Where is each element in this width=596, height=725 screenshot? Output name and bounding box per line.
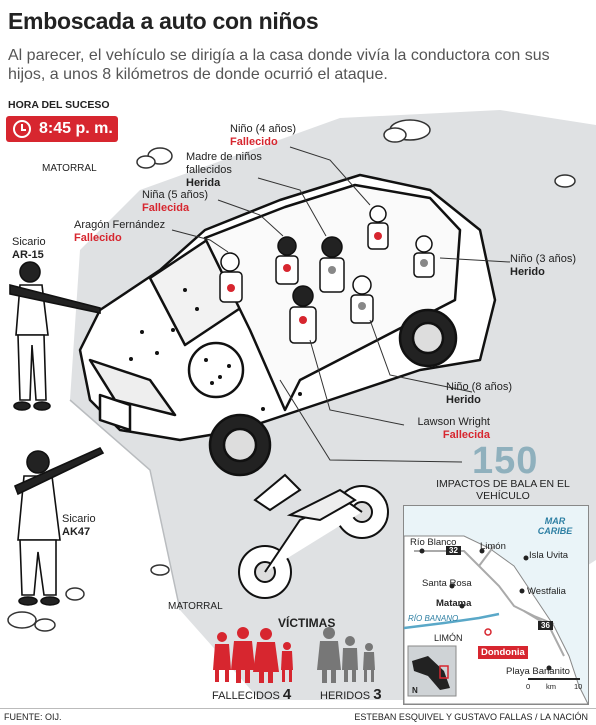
occupant-status: Fallecido — [230, 136, 278, 148]
victims-injured-icons — [317, 627, 375, 683]
route-32-shield: 32 — [446, 546, 461, 555]
occupant-status: Herido — [446, 394, 481, 406]
map-highlight: Dondonia — [478, 646, 528, 659]
north-arrow-icon: N — [412, 686, 418, 695]
occupant-name: Niño (3 años) — [510, 253, 577, 265]
map-scale-bar — [528, 678, 580, 680]
time-value: 8:45 p. m. — [39, 120, 113, 137]
terrain-label-bottom: MATORRAL — [168, 601, 223, 612]
page-title: Emboscada a auto con niños — [8, 8, 319, 34]
impact-count: 150 — [472, 440, 539, 482]
injured-label: HERIDOS — [320, 690, 371, 702]
occupant-status: Fallecido — [74, 232, 122, 244]
shooter-1-label: Sicario AR-15 — [12, 236, 46, 262]
clock-icon — [13, 120, 31, 138]
route-36-shield: 36 — [538, 621, 553, 630]
occupant-label-mother: Madre de niños fallecidos Herida — [186, 151, 276, 190]
occupant-boy-8 — [350, 275, 374, 324]
occupant-name: Aragón Fernández — [74, 219, 166, 231]
map-place: Limón — [480, 541, 506, 552]
shooter-2-label: Sicario AK47 — [62, 513, 96, 539]
occupant-label-lawson: Lawson Wright Fallecida — [396, 416, 490, 442]
occupant-name: Niño (4 años) — [230, 123, 297, 135]
scale-tick: 10 — [574, 682, 583, 691]
occupant-girl-5 — [275, 236, 299, 285]
shooter-1-weapon: AR-15 — [12, 249, 44, 261]
occupant-label-boy-4: Niño (4 años) Fallecido — [230, 123, 296, 149]
map-place: Río Blanco — [410, 537, 457, 548]
victims-title: VÍCTIMAS — [278, 616, 336, 630]
occupant-label-boy-3: Niño (3 años) Herido — [510, 253, 576, 279]
occupant-boy-3 — [413, 235, 435, 278]
terrain-label-top: MATORRAL — [42, 163, 97, 174]
occupant-label-aragon: Aragón Fernández Fallecido — [74, 219, 165, 245]
map-river-label: RÍO BANANO — [408, 614, 459, 623]
river-line — [404, 612, 500, 630]
motorcycle-drawing — [238, 473, 389, 599]
occupant-lawson — [289, 285, 317, 344]
occupant-label-boy-8: Niño (8 años) Herido — [446, 381, 512, 407]
time-badge: 8:45 p. m. — [6, 116, 118, 142]
impact-label: IMPACTOS DE BALA EN EL VEHÍCULO — [436, 478, 570, 502]
occupant-status: Herido — [510, 266, 545, 278]
occupant-label-girl-5: Niña (5 años) Fallecida — [142, 189, 208, 215]
map-place: Santa Rosa — [422, 578, 472, 589]
footer-divider — [0, 708, 596, 709]
scale-unit: km — [546, 682, 556, 691]
subtitle: Al parecer, el vehículo se dirigía a la … — [8, 47, 550, 83]
occupant-status: Herida — [186, 177, 221, 189]
occupant-figures — [219, 205, 435, 344]
scale-tick: 0 — [526, 682, 531, 691]
map-sea-label: MAR CARIBE — [537, 516, 573, 536]
bushes-top — [136, 119, 576, 188]
occupant-aragon — [219, 252, 243, 303]
location-map: MAR CARIBE Río Blanco Limón Isla Uvita S… — [403, 505, 589, 705]
road-edge — [69, 399, 181, 611]
shooter-ar15 — [9, 261, 101, 411]
bushes-bottom — [7, 564, 170, 632]
occupant-name: Lawson Wright — [417, 416, 490, 428]
map-place: Westfalia — [527, 586, 566, 597]
time-label: HORA DEL SUCESO — [8, 99, 110, 111]
injured-count: 3 — [373, 686, 382, 703]
victims-dead: FALLECIDOS 4 — [212, 686, 291, 703]
shooter-2-weapon: AK47 — [62, 526, 91, 538]
footer-credits: ESTEBAN ESQUIVEL Y GUSTAVO FALLAS / LA N… — [354, 712, 588, 722]
occupant-name: Madre de niños fallecidos — [186, 151, 262, 176]
map-place: Matama — [436, 598, 472, 609]
occupant-boy-4 — [367, 205, 389, 250]
shooter-2-role: Sicario — [62, 513, 96, 525]
dead-count: 4 — [282, 686, 292, 703]
map-drawing — [404, 506, 588, 704]
occupant-name: Niño (8 años) — [446, 381, 513, 393]
dead-label: FALLECIDOS — [212, 690, 280, 702]
occupant-status: Fallecida — [442, 429, 490, 441]
leader-lines — [171, 146, 511, 463]
victims-injured: HERIDOS 3 — [320, 686, 382, 703]
shooter-1-role: Sicario — [12, 236, 46, 248]
map-place: Playa Bananito — [506, 666, 570, 677]
shooter-ak47 — [13, 446, 105, 606]
occupant-name: Niña (5 años) — [142, 189, 209, 201]
bullet-holes — [129, 288, 302, 411]
map-place: Isla Uvita — [529, 550, 569, 561]
footer-source: FUENTE: OIJ. — [4, 712, 62, 722]
occupant-status: Fallecida — [142, 202, 190, 214]
map-province: LIMÓN — [434, 633, 463, 643]
occupant-mother — [319, 236, 345, 293]
victims-dead-icons — [213, 627, 293, 683]
